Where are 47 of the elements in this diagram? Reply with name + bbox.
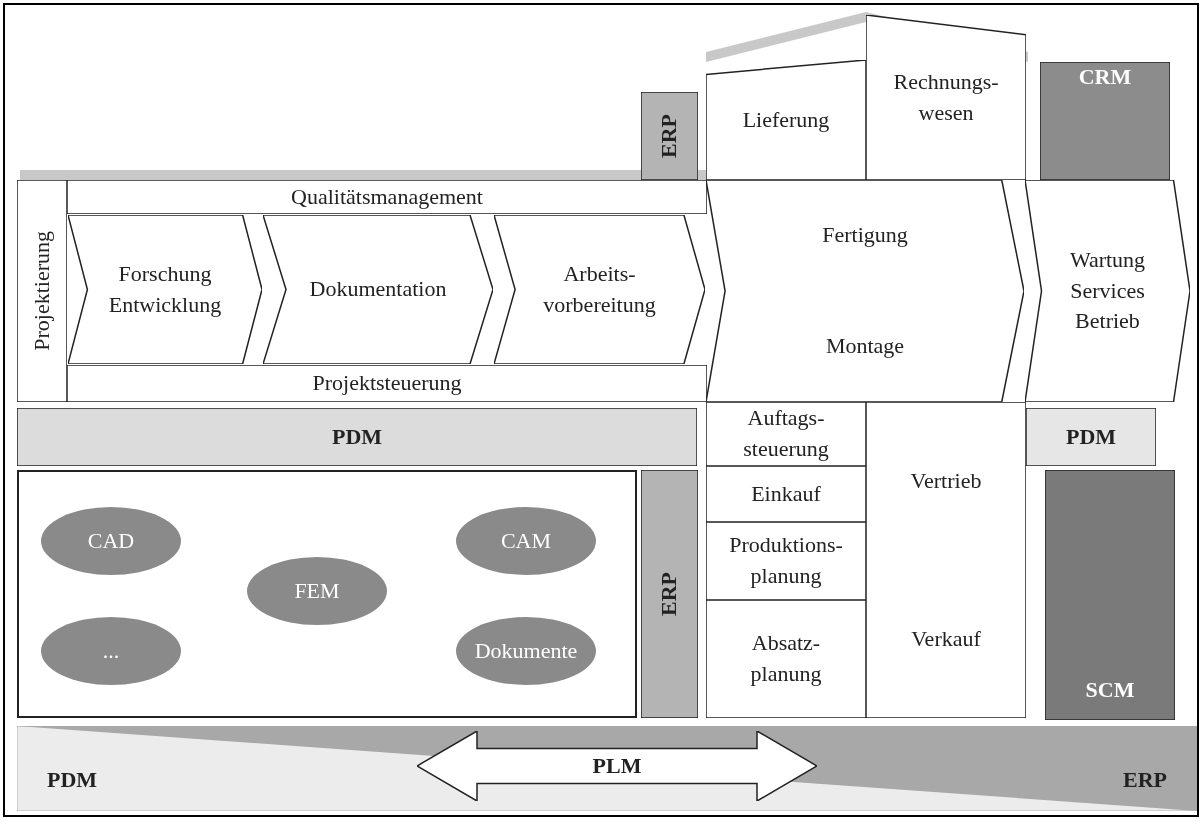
phase-label: Projektierung [27, 231, 55, 351]
phase-bar [17, 180, 67, 402]
process-label: Auftags- steuerung [742, 404, 830, 463]
system-label: ERP [655, 114, 683, 158]
system-label: ERP [1123, 766, 1167, 795]
system-label: PDM [331, 422, 383, 451]
process-label: Lieferung [742, 105, 830, 134]
system-label: CRM [1078, 63, 1132, 91]
system-band [17, 726, 1197, 811]
tool-label: CAM [500, 526, 552, 555]
tool-label: ... [102, 636, 120, 665]
process-label: Produktions- planung [729, 531, 843, 590]
process-label: Arbeits- vorbereitung [542, 259, 657, 319]
process-label: Rechnungs- wesen [892, 67, 1000, 127]
system-label: PDM [47, 766, 98, 795]
process-label: Dokumentation [309, 275, 447, 304]
tool-label: CAD [87, 526, 135, 555]
system-bar [641, 92, 698, 180]
tool-panel [17, 470, 637, 718]
system-bar [17, 408, 697, 466]
phase-label: Projektsteuerung [312, 369, 462, 398]
process-arrow [1025, 180, 1190, 402]
system-bar [641, 470, 698, 718]
system-bar [1026, 408, 1156, 466]
process-label: Fertigung [822, 221, 908, 250]
process-step [494, 215, 705, 364]
system-label: PDM [1065, 422, 1117, 451]
system-label: ERP [655, 572, 683, 616]
tool-label: Dokumente [474, 636, 578, 665]
process-label: Absatz- planung [749, 629, 823, 688]
process-step [263, 215, 493, 364]
process-label: Wartung Services Betrieb [1068, 245, 1147, 336]
process-label: Verkauf [911, 624, 981, 653]
process-block [706, 600, 866, 718]
process-block [706, 466, 866, 522]
system-label: SCM [1085, 676, 1135, 705]
process-block [866, 15, 1026, 180]
phase-label: Qualitätsmanagement [291, 182, 483, 211]
process-label: Montage [825, 332, 905, 361]
tool-label: FEM [294, 576, 340, 605]
process-label: Forschung Entwicklung [107, 259, 223, 319]
process-block [706, 522, 866, 600]
process-label: Einkauf [751, 479, 821, 508]
double-arrow [417, 731, 817, 801]
system-label: PLM [592, 751, 642, 780]
process-label: Vertrieb [910, 466, 982, 495]
system-bar [1045, 470, 1175, 720]
